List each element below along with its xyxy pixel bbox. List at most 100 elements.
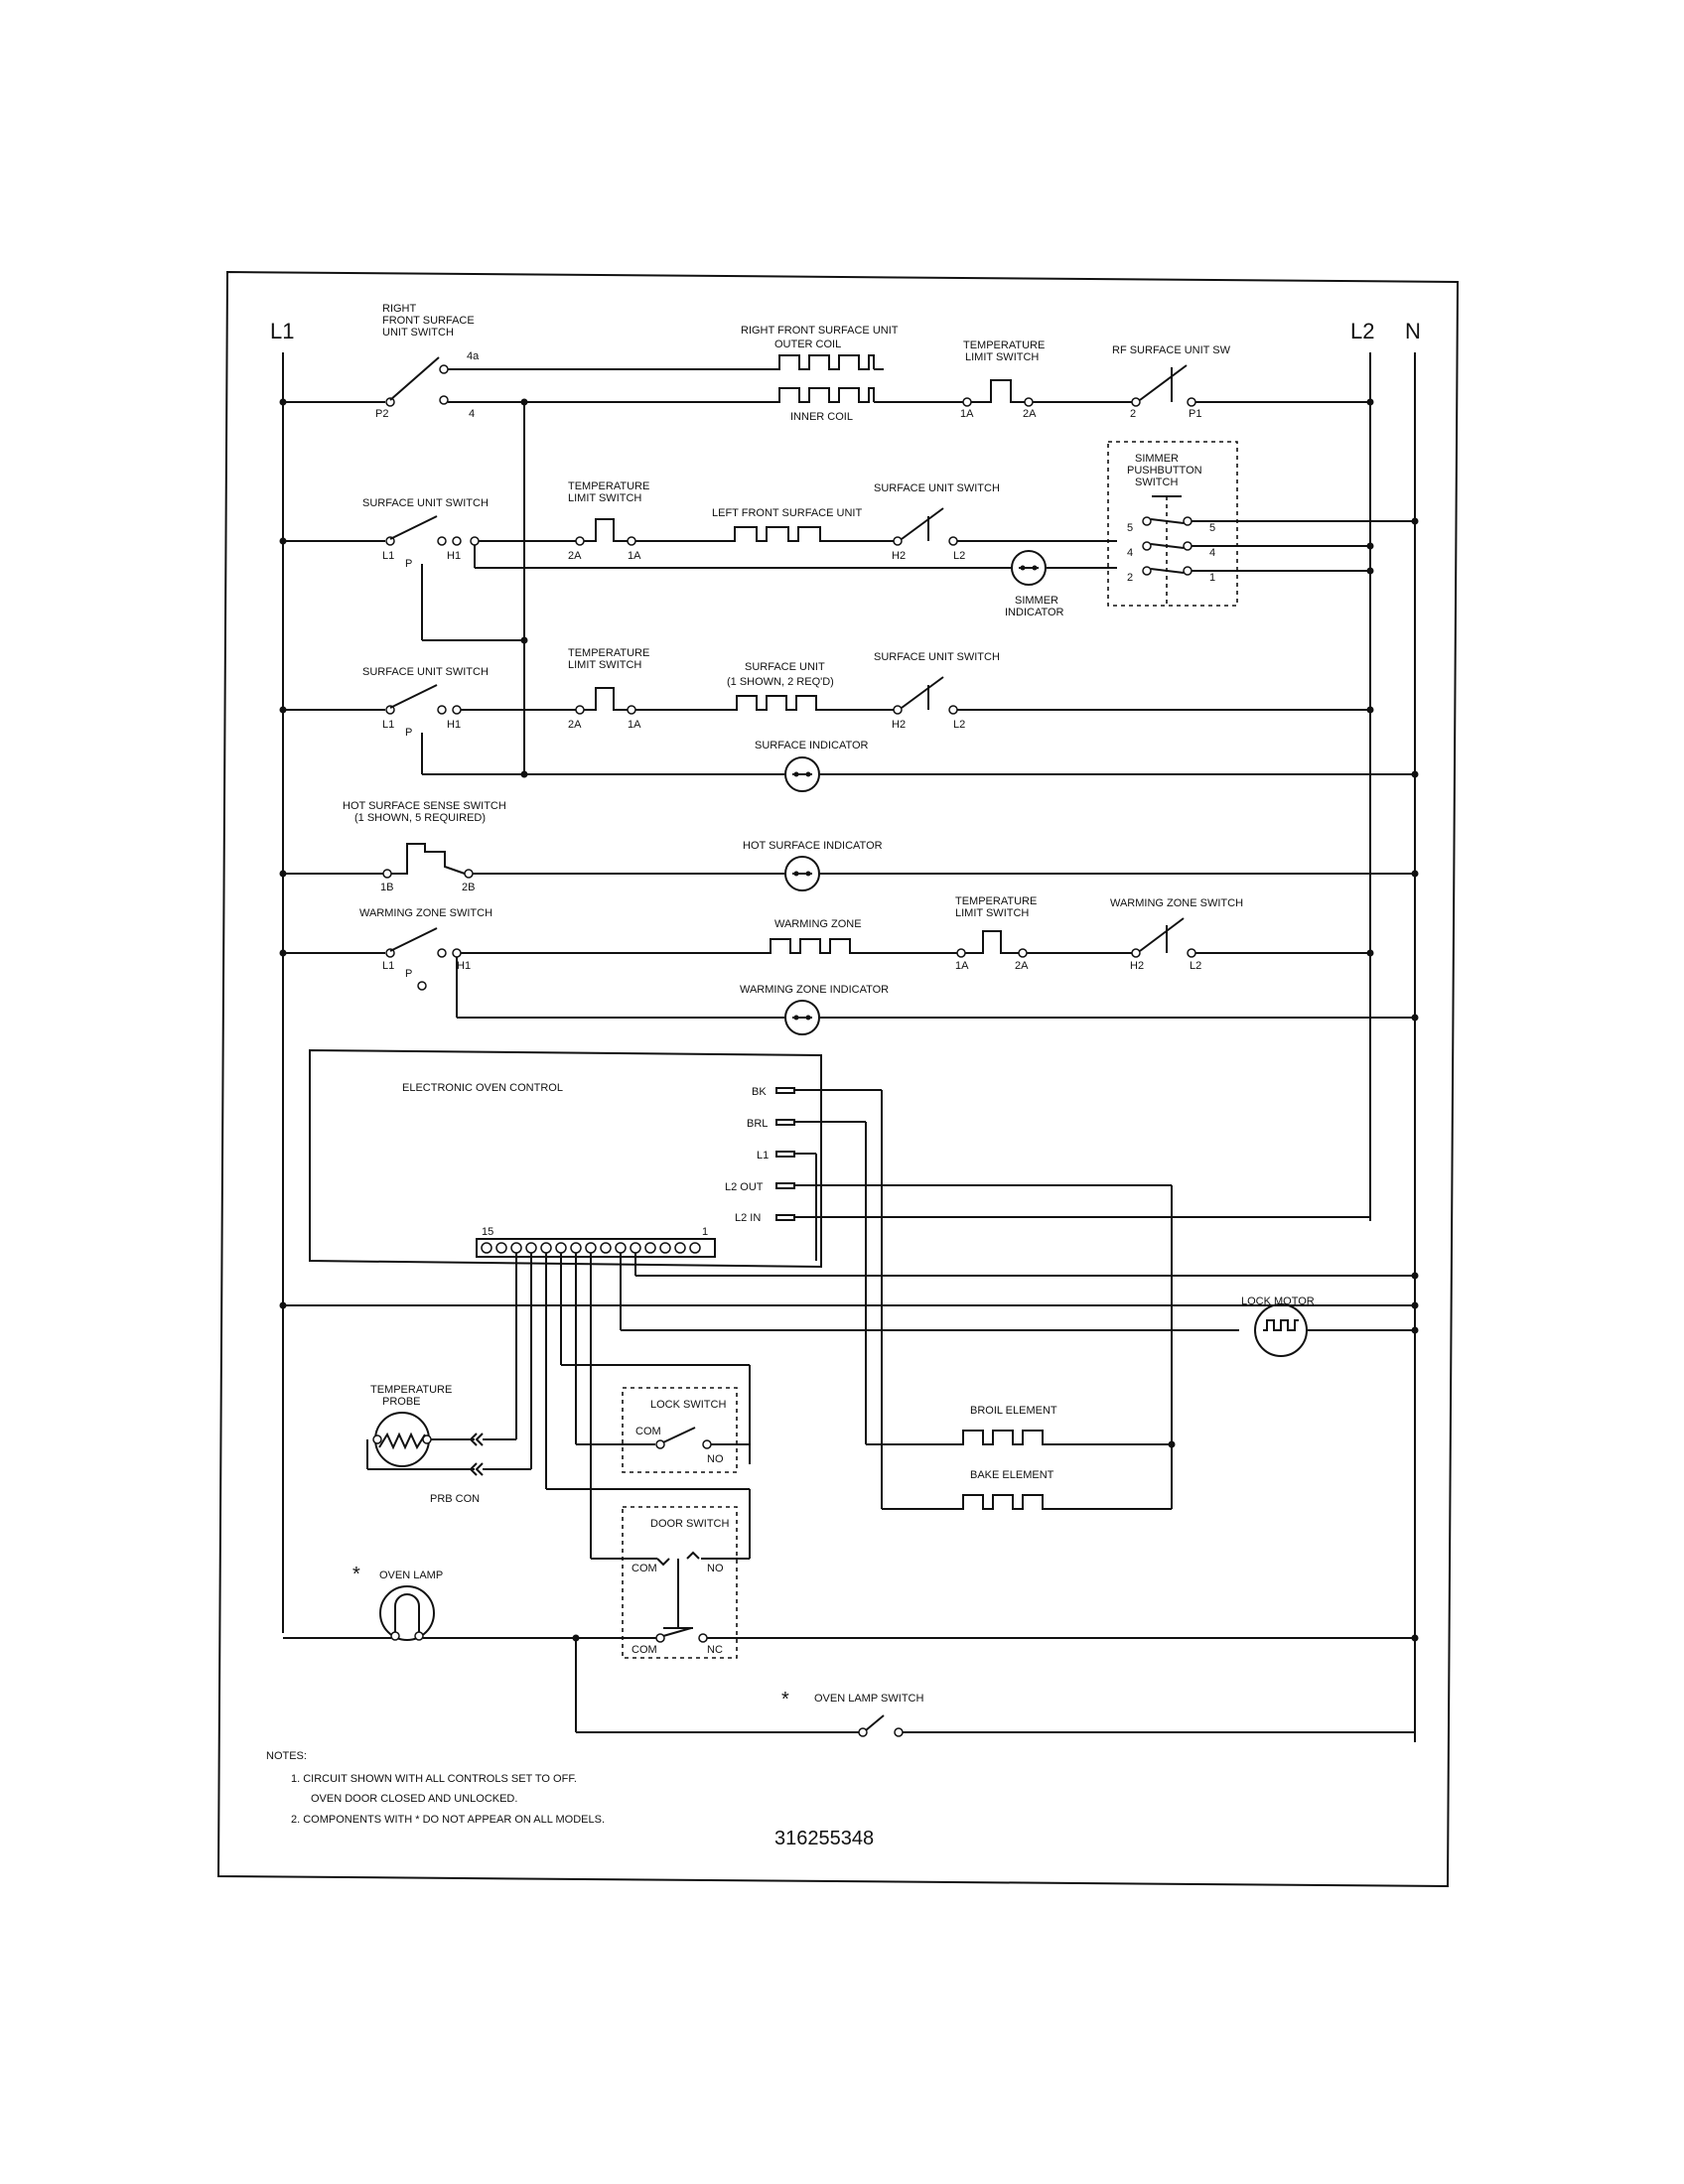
wz-limit-1a: 1A [955, 960, 969, 972]
hot-surface-indicator [784, 856, 820, 891]
wz-zone-label: WARMING ZONE [774, 918, 862, 930]
rail-label-l1: L1 [270, 319, 294, 343]
bake-element [953, 1494, 1052, 1510]
su-unit-title-1: SURFACE UNIT [745, 661, 825, 673]
hot-title-1: HOT SURFACE SENSE SWITCH [343, 800, 506, 812]
rf-sw-title: RF SURFACE UNIT SW [1112, 344, 1231, 356]
wz-l2: L2 [1190, 960, 1201, 972]
warming-zone-element [761, 938, 860, 954]
simmer-right-5: 5 [1209, 522, 1215, 534]
oven-lamp-switch-star: * [781, 1689, 789, 1710]
su-limit-title-1: TEMPERATURE [568, 647, 649, 659]
simmer-left-2: 2 [1127, 572, 1133, 584]
lf-h1: H1 [447, 550, 461, 562]
lf-l1: L1 [382, 550, 394, 562]
simmer-right-4: 4 [1209, 547, 1215, 559]
rf-limit-1a: 1A [960, 408, 974, 420]
rf-sw-p1: P1 [1189, 408, 1201, 420]
su-element [727, 695, 826, 711]
wz-limit-title-2: LIMIT SWITCH [955, 907, 1029, 919]
notes-title: NOTES: [266, 1750, 307, 1762]
simmer-right-1: 1 [1209, 572, 1215, 584]
wz-limit-2a: 2A [1015, 960, 1029, 972]
wz-switch-title: WARMING ZONE SWITCH [359, 907, 492, 919]
simmer-pushbutton-switch: SIMMER PUSHBUTTON SWITCH 5 4 2 5 4 1 [1107, 441, 1238, 607]
lf-limit-title-1: TEMPERATURE [568, 480, 649, 492]
wz-h1: H1 [457, 960, 471, 972]
rf-switch-title-1: RIGHT [382, 303, 417, 315]
su-switch-title: SURFACE UNIT SWITCH [362, 666, 489, 678]
hot-1b: 1B [380, 882, 393, 893]
su-h1: H1 [447, 719, 461, 731]
eoc-brl: BRL [747, 1118, 768, 1130]
hot-surface-sense-switch [391, 843, 466, 875]
terminal-pins [481, 1242, 701, 1254]
rf-outer-coil [772, 354, 875, 370]
door-switch-nc: NC [707, 1644, 723, 1656]
probe-title-2: PROBE [382, 1396, 421, 1408]
su-limit-1a: 1A [628, 719, 641, 731]
su-l1: L1 [382, 719, 394, 731]
eoc-bk: BK [752, 1086, 767, 1098]
door-switch-title: DOOR SWITCH [650, 1518, 729, 1530]
warming-zone-indicator [784, 1000, 820, 1035]
rf-switch-title-3: UNIT SWITCH [382, 327, 454, 339]
bake-element-label: BAKE ELEMENT [970, 1469, 1054, 1481]
rail-label-n: N [1405, 319, 1421, 343]
su-h2: H2 [892, 719, 906, 731]
door-switch: DOOR SWITCH COM NO COM NC [591, 1506, 750, 1659]
terminal-strip [476, 1238, 716, 1258]
wz-l1: L1 [382, 960, 394, 972]
simmer-indicator-label-1: SIMMER [1015, 595, 1058, 607]
lf-switch-title: SURFACE UNIT SWITCH [362, 497, 489, 509]
rf-switch-title-2: FRONT SURFACE [382, 315, 475, 327]
lock-motor [1254, 1303, 1308, 1357]
simmer-indicator-label-2: INDICATOR [1005, 607, 1064, 618]
wz-p: P [405, 968, 412, 980]
rf-outer-coil-label: OUTER COIL [774, 339, 841, 350]
surface-indicator-label: SURFACE INDICATOR [755, 740, 869, 751]
lf-element [725, 526, 830, 542]
notes: NOTES: 1. CIRCUIT SHOWN WITH ALL CONTROL… [266, 1750, 605, 1826]
rf-sw-2: 2 [1130, 408, 1136, 420]
su-unit-title-2: (1 SHOWN, 2 REQ'D) [727, 676, 834, 688]
rf-limit-2a: 2A [1023, 408, 1037, 420]
rail-label-l2: L2 [1350, 319, 1374, 343]
hot-2b: 2B [462, 882, 475, 893]
note-1b: OVEN DOOR CLOSED AND UNLOCKED. [311, 1793, 517, 1805]
broil-element-label: BROIL ELEMENT [970, 1405, 1057, 1417]
lf-sw2-title: SURFACE UNIT SWITCH [874, 482, 1000, 494]
su-sw2-title: SURFACE UNIT SWITCH [874, 651, 1000, 663]
eoc-terminal-1: 1 [702, 1226, 708, 1238]
probe-con-label: PRB CON [430, 1493, 480, 1505]
su-l2: L2 [953, 719, 965, 731]
rf-temperature-limit-switch: TEMPERATURE LIMIT SWITCH 1A 2A [960, 340, 1045, 420]
door-switch-com2: COM [632, 1644, 657, 1656]
wz-sw2-title: WARMING ZONE SWITCH [1110, 897, 1243, 909]
oven-lamp [379, 1585, 435, 1641]
lock-motor-label: LOCK MOTOR [1241, 1296, 1315, 1307]
wz-limit-title-1: TEMPERATURE [955, 895, 1037, 907]
rf-terminal-p2: P2 [375, 408, 388, 420]
diagram-frame [216, 270, 1460, 1888]
su-limit-2a: 2A [568, 719, 582, 731]
lf-limit-2a: 2A [568, 550, 582, 562]
eoc-l1: L1 [757, 1150, 769, 1161]
lf-l2: L2 [953, 550, 965, 562]
lf-limit-1a: 1A [628, 550, 641, 562]
su-limit-title-2: LIMIT SWITCH [568, 659, 641, 671]
door-switch-no: NO [707, 1563, 724, 1574]
rf-limit-title-2: LIMIT SWITCH [965, 351, 1039, 363]
rf-limit-title-1: TEMPERATURE [963, 340, 1045, 351]
lf-limit-title-2: LIMIT SWITCH [568, 492, 641, 504]
simmer-title-3: SWITCH [1135, 477, 1178, 488]
oven-lamp-star: * [352, 1564, 360, 1585]
door-switch-com1: COM [632, 1563, 657, 1574]
oven-lamp-switch [858, 1714, 904, 1737]
probe-title-1: TEMPERATURE [370, 1384, 452, 1396]
junction-dots [279, 398, 1419, 1642]
oven-lamp-switch-label: OVEN LAMP SWITCH [814, 1693, 923, 1705]
wz-h2: H2 [1130, 960, 1144, 972]
temperature-probe [372, 1412, 432, 1467]
